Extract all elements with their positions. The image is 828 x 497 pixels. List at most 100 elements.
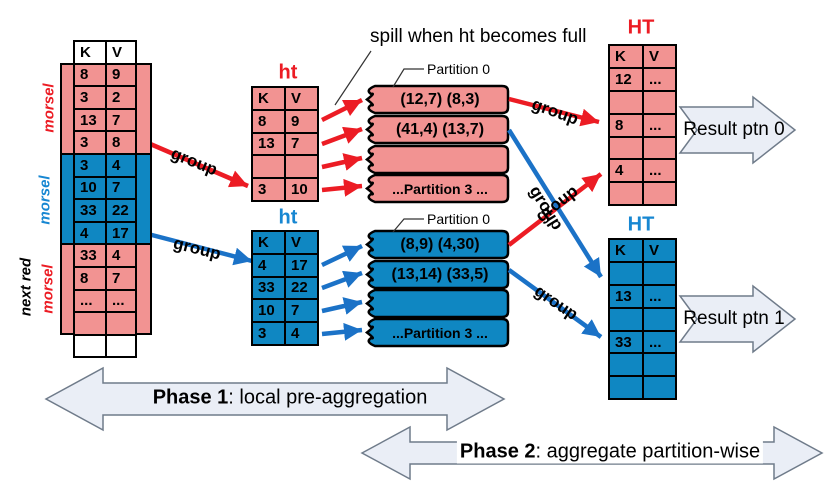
next-red-label: next red bbox=[17, 257, 35, 317]
partition-box-red-1 bbox=[364, 114, 510, 145]
cell bbox=[107, 313, 135, 334]
partition-blue-1-content: (13,14) (33,5) bbox=[391, 266, 489, 283]
red-arrows bbox=[147, 96, 603, 247]
phase2-label-rest: : aggregate partition-wise bbox=[535, 440, 761, 463]
cell: 7 bbox=[107, 109, 135, 131]
cell: 4 bbox=[107, 154, 135, 176]
cell: 4 bbox=[107, 245, 135, 266]
cell bbox=[107, 335, 135, 357]
cell: ... bbox=[644, 114, 675, 136]
cell: ... bbox=[644, 160, 675, 182]
partition-red-3-content: ...Partition 3 ... bbox=[392, 181, 488, 197]
cell bbox=[644, 91, 675, 113]
cell: ... bbox=[75, 290, 105, 312]
cell: 13 bbox=[75, 109, 105, 131]
cell: 8 bbox=[253, 110, 284, 132]
cell: 10 bbox=[286, 179, 317, 200]
cell bbox=[644, 377, 675, 399]
column-header: V bbox=[644, 240, 675, 261]
partition-box-blue-3 bbox=[364, 317, 510, 348]
cell bbox=[610, 91, 642, 113]
group-arrow-blueptn0-to-HTred bbox=[507, 172, 603, 247]
spill-arrow-blue-3 bbox=[321, 322, 363, 341]
partition-box-red-2 bbox=[364, 144, 510, 175]
column-header: K bbox=[253, 232, 284, 253]
cell: 7 bbox=[286, 300, 317, 322]
partition-box-blue-2 bbox=[364, 288, 510, 319]
partition-box-red-0 bbox=[364, 84, 510, 115]
cell bbox=[644, 354, 675, 376]
phase1-label-bold: Phase 1 bbox=[152, 386, 229, 409]
cell bbox=[644, 262, 675, 284]
HT-red-title: HT bbox=[627, 16, 655, 39]
column-header: K bbox=[610, 46, 642, 67]
cell: 10 bbox=[75, 177, 105, 199]
cell: 13 bbox=[253, 133, 284, 155]
partition-red-0-content: (12,7) (8,3) bbox=[400, 91, 480, 108]
group-arrow-morsel-to-htblue bbox=[147, 231, 253, 266]
cell: 12 bbox=[610, 68, 642, 90]
cell: 17 bbox=[107, 222, 135, 244]
cell: 3 bbox=[75, 132, 105, 153]
cell bbox=[644, 308, 675, 330]
phase2-label: Phase 2: aggregate partition-wise bbox=[456, 440, 764, 464]
cell: 13 bbox=[610, 285, 642, 307]
ht-blue-title: ht bbox=[278, 206, 298, 229]
column-header: K bbox=[75, 42, 105, 63]
cell: 33 bbox=[75, 200, 105, 221]
cell: 33 bbox=[75, 245, 105, 266]
phase2-label-bold: Phase 2 bbox=[459, 440, 536, 463]
ht-blue-table: K V 4 17 33 22 10 7 3 4 bbox=[251, 230, 319, 346]
cell bbox=[610, 183, 642, 205]
cell: 7 bbox=[107, 267, 135, 289]
cell: 10 bbox=[253, 300, 284, 322]
cell: 4 bbox=[253, 254, 284, 276]
cell: ... bbox=[107, 290, 135, 312]
partition0-red-callout bbox=[392, 68, 424, 88]
cell: 4 bbox=[75, 222, 105, 244]
group-arrow-redptn0-to-HTred bbox=[508, 96, 600, 127]
spill-arrow-red-0 bbox=[320, 97, 364, 123]
morsel-label-red-1: morsel bbox=[40, 83, 58, 133]
cell: 33 bbox=[610, 331, 642, 353]
cell bbox=[644, 183, 675, 205]
partition0-blue-callout bbox=[392, 218, 424, 233]
blue-arrows bbox=[147, 128, 603, 341]
group-arrow-blueptn1-to-HTblue bbox=[507, 268, 603, 339]
partitions-red bbox=[364, 84, 510, 204]
column-header: V bbox=[107, 42, 135, 63]
spill-note: spill when ht becomes full bbox=[370, 26, 587, 47]
phase1-label: Phase 1: local pre-aggregation bbox=[153, 387, 428, 410]
column-header: K bbox=[610, 240, 642, 261]
cell bbox=[253, 156, 284, 178]
cell: 22 bbox=[107, 200, 135, 221]
cell bbox=[610, 308, 642, 330]
spill-arrow-blue-1 bbox=[321, 270, 363, 291]
cell: 2 bbox=[107, 87, 135, 108]
phase1-label-rest: : local pre-aggregation bbox=[228, 386, 428, 409]
cell: 3 bbox=[75, 154, 105, 176]
cell: 8 bbox=[107, 132, 135, 153]
partition0-red-label: Partition 0 bbox=[427, 61, 491, 77]
column-header: V bbox=[644, 46, 675, 67]
HT-blue-title: HT bbox=[627, 213, 655, 236]
cell: 17 bbox=[286, 254, 317, 276]
spill-arrow-red-1 bbox=[321, 126, 363, 147]
cell: 9 bbox=[107, 64, 135, 86]
morsel-label-red-2: morsel bbox=[39, 264, 57, 314]
cell: 22 bbox=[286, 277, 317, 299]
partition-box-blue-1 bbox=[364, 259, 510, 290]
ht-red-table: K V 8 9 13 7 3 10 bbox=[251, 86, 319, 202]
partition-red-1-content: (41,4) (13,7) bbox=[395, 121, 485, 138]
result-ptn1-arrow bbox=[678, 284, 797, 354]
cell: 3 bbox=[253, 179, 284, 200]
partition-box-blue-0 bbox=[364, 229, 510, 260]
cell: 7 bbox=[286, 133, 317, 155]
cell: 4 bbox=[286, 323, 317, 344]
cell: 3 bbox=[253, 323, 284, 344]
cell: 33 bbox=[253, 277, 284, 299]
result-ptn0-arrow bbox=[678, 95, 797, 165]
cell: 4 bbox=[610, 160, 642, 182]
spill-arrow-blue-0 bbox=[321, 243, 363, 268]
